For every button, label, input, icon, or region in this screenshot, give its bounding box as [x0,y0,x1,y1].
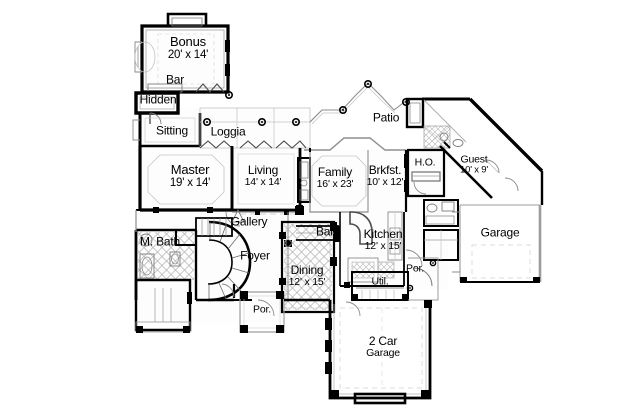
room-dimensions: 10' x 9' [460,164,488,176]
room-name: Bar [165,72,185,87]
room-label-patio: Patio [372,110,400,125]
loggia-columns [203,91,300,127]
room-guest [422,97,544,205]
room-name: Bar [315,224,335,239]
room-brkfst [367,150,409,212]
fixtures-bath-ne [423,125,464,149]
room-dimensions: 14' x 14' [244,175,282,188]
room-name: Guest [460,153,488,166]
exterior-wall-accents [135,148,330,302]
room-name: Hidden [139,92,177,107]
room-name: H.O. [414,156,436,169]
room-name: Foyer [240,248,270,263]
room-label-bar-upper: Bar [166,74,184,87]
fixtures-bath-e [423,199,459,227]
porch-left [221,283,285,333]
room-name: Util. [371,275,389,288]
room-dimensions: 10' x 12' [366,175,404,188]
room-dimensions: 16' x 23' [316,177,354,190]
room-label-por-right: Por. [406,263,424,274]
room-ho [406,148,446,198]
room-dimensions: Garage [366,346,400,359]
room-dimensions: 12' x 15' [364,239,402,252]
room-label-sitting: Sitting [156,125,188,138]
room-name: Living [247,163,279,178]
room-label-garage-r: Garage [481,227,520,240]
room-master-bath [134,228,198,333]
room-name: Kitchen [363,227,403,242]
room-name: Brkfst. [368,163,402,178]
room-name: Master [170,162,210,178]
room-name: Loggia [210,124,246,139]
patio-columns [338,80,410,115]
room-name: 2 Car [368,334,398,349]
room-garage-2car [325,300,432,405]
room-label-loggia: Loggia [211,126,246,139]
room-label-por-left: Por. [253,304,271,315]
room-kitchen [339,211,423,288]
room-name: Garage [480,225,520,240]
room-hidden [134,91,180,125]
room-dimensions: 12' x 15' [288,275,326,288]
room-label-hidden: Hidden [140,94,177,107]
room-name: Patio [372,110,400,125]
room-label-mbath: M. Bath [140,236,180,249]
room-label-foyer: Foyer [240,250,270,263]
plan-geometry [132,12,544,405]
staircase-curved [195,208,252,302]
area-patio [304,80,425,151]
room-label-gallery: Gallery [231,216,268,229]
room-name: Gallery [230,214,268,229]
room-dimensions: 20' x 14' [167,48,209,61]
porch-right [406,257,439,301]
room-gallery [232,206,304,215]
room-label-util: Util. [371,276,388,287]
fixtures-closet-e [423,229,459,261]
room-label-ho: H.O. [415,157,436,168]
room-name: Family [317,165,353,180]
room-bar-lower [296,225,340,242]
room-label-brkfst: Brkfst.10' x 12' [367,164,404,188]
room-name: Por. [253,303,271,316]
room-garage-right [452,204,542,283]
room-name: M. Bath [140,234,180,249]
room-label-bar-lower: Bar [316,226,334,239]
room-name: Dining [290,263,324,278]
room-dimensions: 19' x 14' [169,176,211,189]
room-name: Bonus [170,34,206,50]
room-name: Por. [406,262,424,275]
room-name: Sitting [156,123,188,138]
